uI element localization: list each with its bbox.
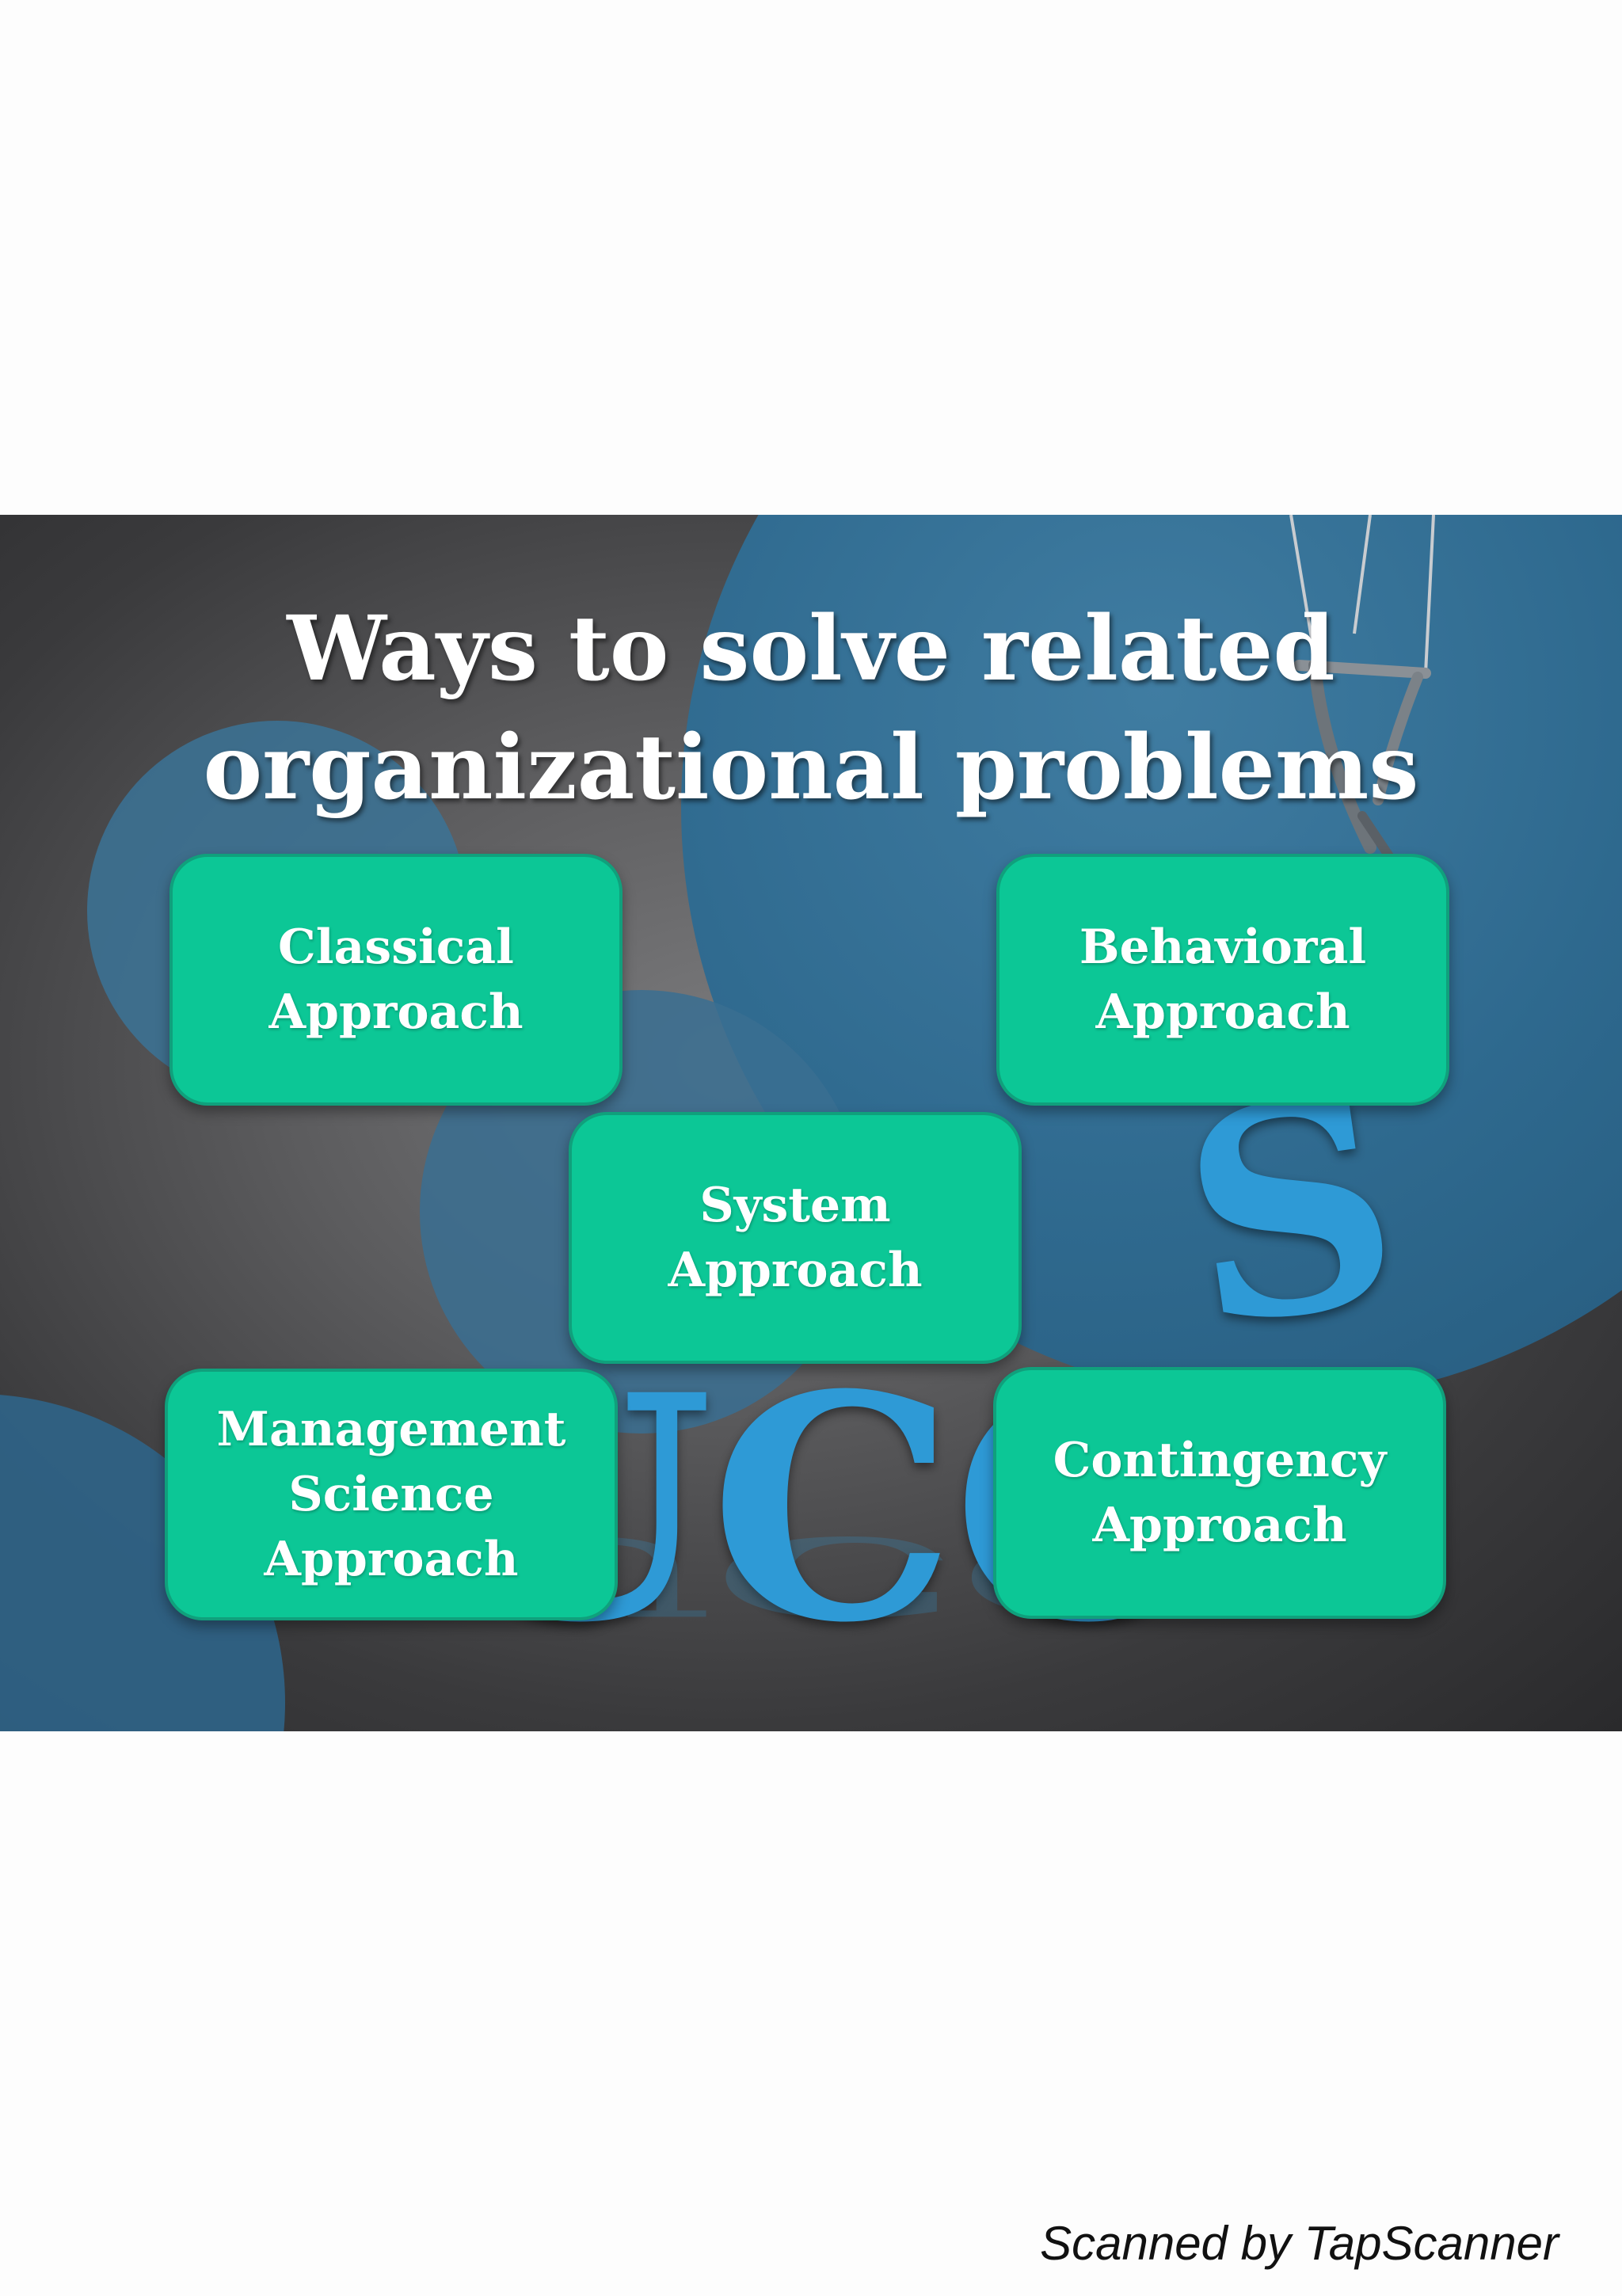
slide-title-line1: Ways to solve related	[287, 597, 1335, 701]
puppet-strings-icon	[1289, 515, 1435, 868]
system-approach-box: System Approach	[569, 1112, 1022, 1364]
box-label: System Approach	[668, 1178, 923, 1298]
contingency-approach-box: Contingency Approach	[993, 1367, 1446, 1619]
behavioral-approach-box: Behavioral Approach	[996, 854, 1449, 1106]
slide-title: Ways to solve related organizational pro…	[0, 590, 1622, 828]
box-label: Contingency Approach	[1053, 1433, 1387, 1553]
box-label: Behavioral Approach	[1079, 920, 1367, 1040]
classical-approach-box: Classical Approach	[169, 854, 623, 1106]
slide-image: UCC UCC S Ways to solve related organiza…	[0, 515, 1622, 1731]
management-science-approach-box: Management Science Approach	[165, 1369, 618, 1620]
scanner-watermark: Scanned by TapScanner	[1040, 2217, 1559, 2270]
box-label: Management Science Approach	[216, 1402, 566, 1587]
slide-title-line2: organizational problems	[203, 716, 1419, 820]
box-label: Classical Approach	[268, 920, 524, 1040]
